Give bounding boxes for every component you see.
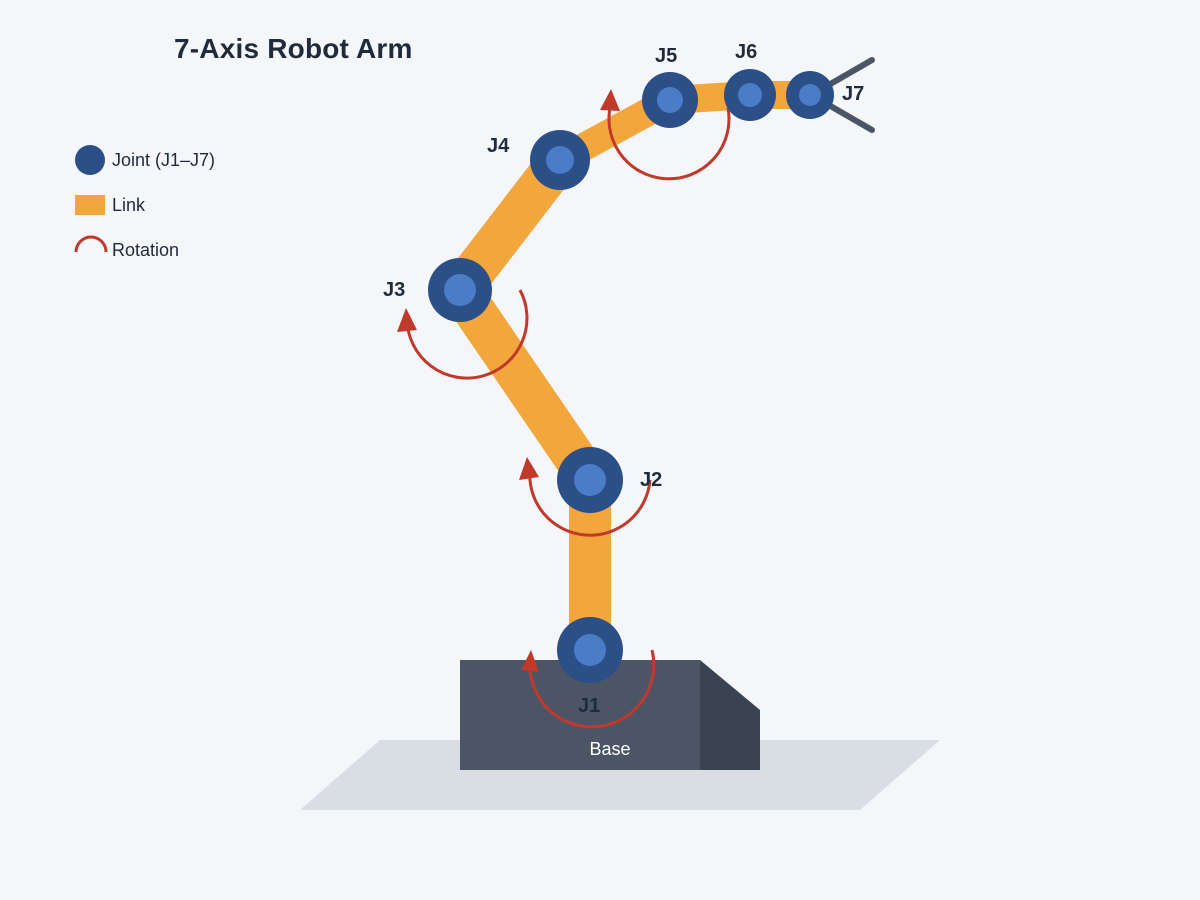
rotation-arcs (405, 99, 731, 729)
legend: Joint (J1–J7) Link Rotation (72, 142, 215, 277)
joint-label-j5: J5 (655, 45, 677, 67)
joint-label-j7: J7 (842, 83, 864, 105)
legend-rotation-label: Rotation (112, 239, 180, 260)
rotation-arrow-icon (607, 99, 731, 181)
legend-item-rotation: Rotation (72, 232, 215, 268)
legend-link-label: Link (112, 194, 146, 215)
joint-label-j6: J6 (735, 41, 757, 63)
joint-label-j3: J3 (383, 279, 405, 301)
joint-j7 (786, 71, 834, 119)
joint-j5 (642, 72, 698, 128)
diagram-title: 7-Axis Robot Arm (174, 33, 413, 64)
joint-label-j4: J4 (487, 135, 510, 157)
legend-link-swatch (75, 195, 105, 215)
rotation-arrow-icon (528, 469, 652, 537)
joint-j6 (724, 69, 776, 121)
joints (428, 69, 834, 683)
joint-j3 (428, 258, 492, 322)
legend-joint-label: Joint (J1–J7) (112, 149, 216, 170)
joint-label-j1: J1 (578, 695, 600, 717)
arrowhead-icon (600, 89, 620, 111)
joint-j4 (530, 130, 590, 190)
joint-labels: J1 J2 J3 J4 J5 J6 J7 (383, 41, 864, 717)
rotation-arrow-icon (528, 649, 656, 729)
arrowhead-icon (521, 650, 539, 672)
base-side (700, 660, 760, 770)
rotation-arrow-icon (74, 235, 108, 253)
arrowhead-icon (397, 308, 417, 332)
joint-j1 (557, 617, 623, 683)
legend-item-joint: Joint (J1–J7) (72, 142, 215, 178)
rotation-arrow-icon (405, 289, 529, 380)
joint-j2 (557, 447, 623, 513)
arrowhead-icon (519, 457, 539, 480)
joint-label-j2: J2 (640, 469, 662, 491)
links (442, 147, 611, 650)
link-2 (442, 278, 608, 492)
base-label: Base (589, 739, 630, 759)
legend-item-link: Link (72, 187, 215, 223)
legend-joint-swatch (75, 145, 105, 175)
rotation-arrowheads (397, 89, 620, 672)
